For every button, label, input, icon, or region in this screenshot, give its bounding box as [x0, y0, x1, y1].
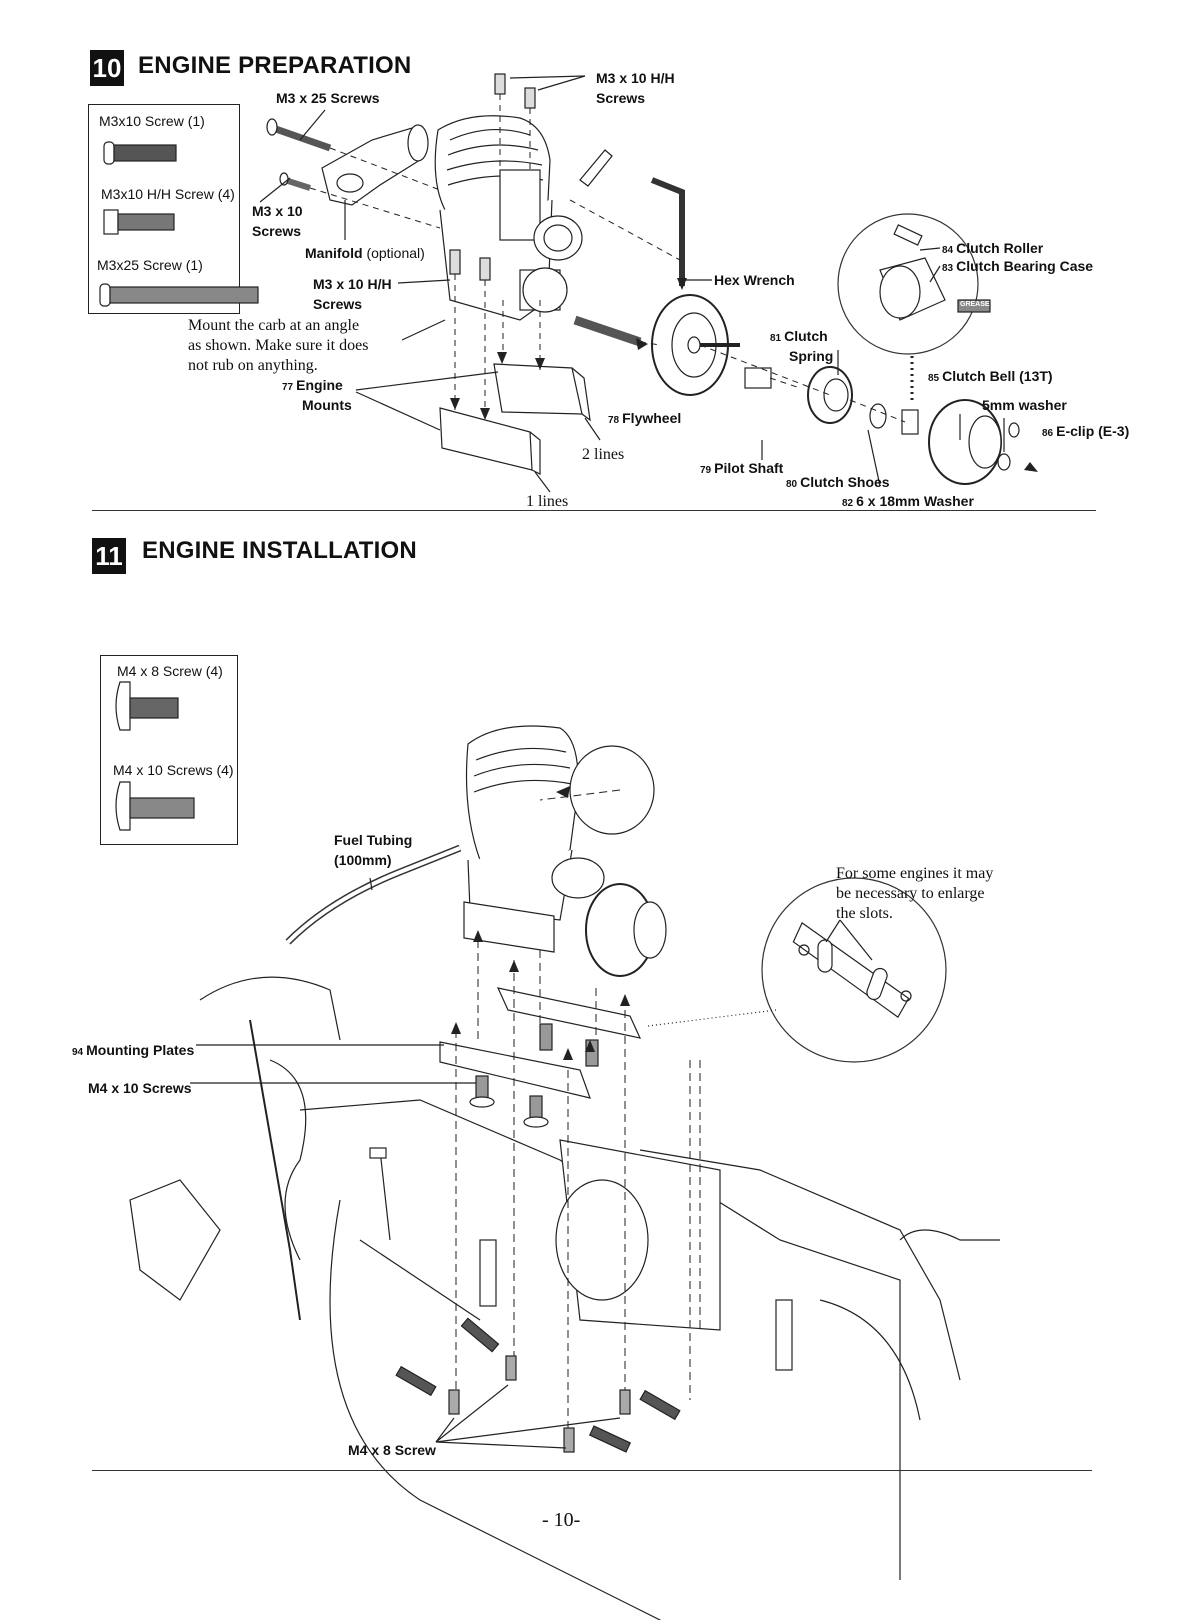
- parts-box-label: M3x10 H/H Screw (4): [101, 186, 235, 202]
- parts-box-label: M3x10 Screw (1): [99, 113, 205, 129]
- clutch-spring-text: Clutch: [784, 328, 828, 344]
- parts-box-label: M4 x 8 Screw (4): [117, 663, 223, 679]
- section-number-10: 10: [90, 50, 124, 86]
- parts-box-label: M4 x 10 Screws (4): [113, 762, 234, 778]
- section-number-11: 11: [92, 538, 126, 574]
- enlarge-note-line-3: the slots.: [836, 905, 893, 922]
- section-divider: [92, 510, 1096, 511]
- flywheel-text: Flywheel: [622, 410, 682, 426]
- engine-mounts-text: Engine: [296, 377, 343, 393]
- page-number: - 10-: [542, 1509, 581, 1531]
- section-title-engine-installation: ENGINE INSTALLATION: [142, 537, 417, 564]
- label-m3x10-hh-top: M3 x 10 H/H: [596, 70, 675, 86]
- label-m3x10: M3 x 10: [252, 203, 303, 219]
- m3x25-screw-icon: [99, 283, 259, 307]
- label-m4x10-screws: M4 x 10 Screws: [88, 1080, 192, 1096]
- clutch-shoes-text: Clutch Shoes: [800, 474, 890, 490]
- parts-box-section-10: M3x10 Screw (1) M3x10 H/H Screw (4) M3x2…: [88, 104, 240, 314]
- section-title-engine-preparation: ENGINE PREPARATION: [138, 52, 412, 79]
- label-m3x10-hh-mid-screws: Screws: [313, 296, 363, 312]
- label-m3x25-screws: M3 x 25 Screws: [276, 90, 380, 106]
- part-number: 79: [700, 465, 712, 476]
- label-m3x10-hh-top-screws: Screws: [596, 90, 646, 106]
- part-number: 81: [770, 333, 782, 344]
- eclip-text: E-clip (E-3): [1056, 423, 1130, 439]
- manifold-name: Manifold: [305, 245, 363, 261]
- part-number: 80: [786, 479, 798, 490]
- label-hex-wrench: Hex Wrench: [714, 272, 795, 288]
- enlarge-note-line-2: be necessary to enlarge: [836, 885, 985, 902]
- part-number: 85: [928, 373, 940, 384]
- clutch-bearing-text: Clutch Bearing Case: [956, 258, 1094, 274]
- label-fuel-tubing: Fuel Tubing: [334, 832, 413, 848]
- label-manifold: Manifold (optional): [305, 245, 425, 262]
- label-clutch-spring-2: Spring: [789, 348, 834, 364]
- part-number: 86: [1042, 428, 1054, 439]
- carb-note-line-1: Mount the carb at an angle: [188, 317, 360, 334]
- manifold-optional: (optional): [366, 245, 425, 261]
- label-fuel-tubing-length: (100mm): [334, 852, 392, 868]
- part-number: 78: [608, 415, 620, 426]
- mounting-plates-text: Mounting Plates: [86, 1042, 195, 1058]
- m3x10-screw-icon: [103, 141, 177, 165]
- page-footer-rule: [92, 1470, 1092, 1471]
- m4x10-screw-icon: [115, 781, 195, 831]
- clutch-roller-text: Clutch Roller: [956, 240, 1044, 256]
- carb-note-line-3: not rub on anything.: [188, 357, 318, 374]
- m4x8-screw-icon: [115, 681, 179, 731]
- clutch-bell-text: Clutch Bell (13T): [942, 368, 1053, 384]
- part-number: 82: [842, 498, 854, 509]
- part-number: 83: [942, 263, 954, 274]
- label-m4x8-screw: M4 x 8 Screw: [348, 1442, 436, 1458]
- grease-label: GREASE: [960, 301, 990, 308]
- enlarge-note-line-1: For some engines it may: [836, 865, 994, 882]
- label-engine-mounts-2: Mounts: [302, 397, 352, 413]
- washer-text: 6 x 18mm Washer: [856, 493, 974, 509]
- pilot-shaft-text: Pilot Shaft: [714, 460, 784, 476]
- part-number: 77: [282, 382, 294, 393]
- label-1-lines: 1 lines: [526, 493, 569, 510]
- part-number: 84: [942, 245, 954, 256]
- m3x10-hh-screw-icon: [103, 209, 175, 235]
- part-number: 94: [72, 1047, 84, 1058]
- parts-box-label: M3x25 Screw (1): [97, 257, 203, 273]
- label-5mm-washer: 5mm washer: [982, 397, 1067, 413]
- label-m3x10-hh-mid: M3 x 10 H/H: [313, 276, 392, 292]
- label-m3x10-screws: Screws: [252, 223, 302, 239]
- label-2-lines: 2 lines: [582, 446, 625, 463]
- carb-note-line-2: as shown. Make sure it does: [188, 337, 369, 354]
